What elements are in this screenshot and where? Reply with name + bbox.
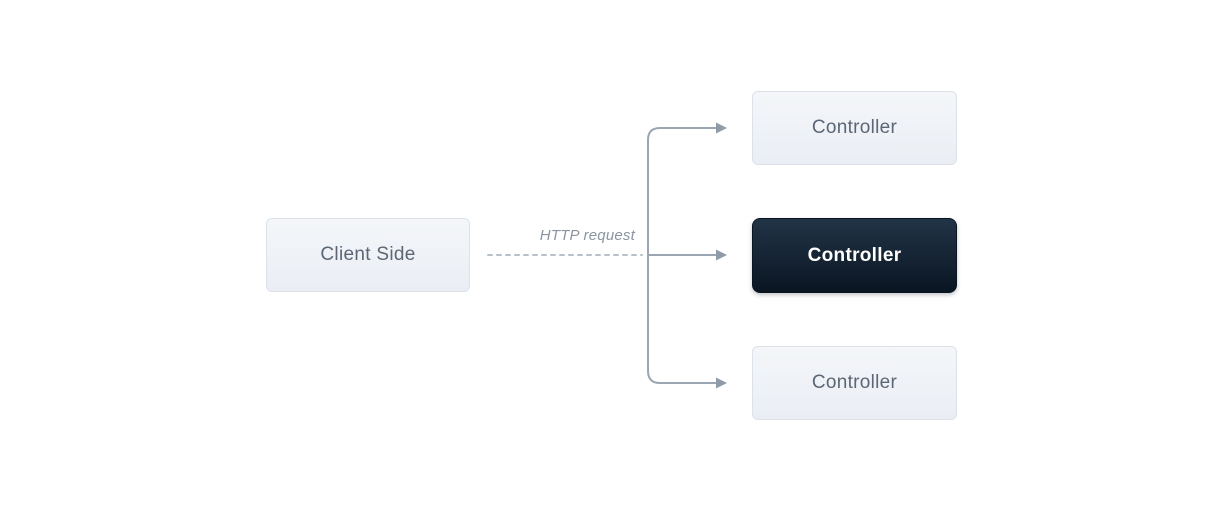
arrowhead-middle-icon: [716, 249, 727, 261]
controller-node-top[interactable]: Controller: [752, 91, 957, 165]
arrowhead-bottom-icon: [716, 377, 727, 389]
controller-node-middle-label: Controller: [807, 244, 902, 266]
controller-node-top-label: Controller: [811, 117, 898, 138]
http-request-label: HTTP request: [539, 227, 635, 244]
client-side-node-label: Client Side: [320, 244, 416, 265]
client-side-node[interactable]: Client Side: [266, 218, 470, 292]
controller-node-bottom[interactable]: Controller: [752, 346, 957, 420]
controller-node-middle-selected[interactable]: Controller: [752, 218, 957, 293]
arrowhead-top-icon: [716, 122, 727, 134]
branch-bracket-line: [647, 127, 717, 384]
controller-node-bottom-label: Controller: [811, 372, 898, 393]
